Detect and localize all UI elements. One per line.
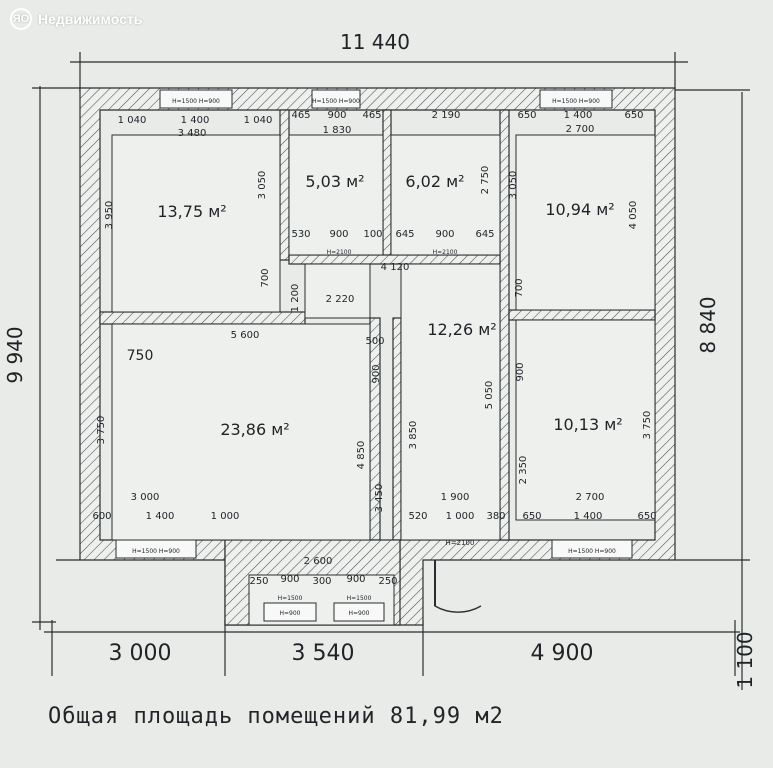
dim-label: 2 700 bbox=[566, 124, 595, 135]
door-tag: Н=2100 bbox=[327, 249, 352, 256]
door-swing bbox=[434, 560, 482, 613]
dim-label: 465 bbox=[362, 110, 381, 121]
bottom-segment-1: 3 000 bbox=[109, 641, 172, 666]
dim-label: 4 050 bbox=[628, 201, 639, 230]
dim-label: 900 bbox=[346, 574, 365, 585]
dim-label: 3 000 bbox=[131, 492, 160, 503]
dim-label: 900 bbox=[371, 364, 382, 383]
dim-label: 900 bbox=[327, 110, 346, 121]
porch-depth-label: 1 100 bbox=[733, 631, 757, 688]
dim-label: 1 000 bbox=[211, 511, 240, 522]
dim-label: 1 400 bbox=[574, 511, 603, 522]
dim-label: 3 050 bbox=[257, 171, 268, 200]
right-height-label: 8 840 bbox=[696, 296, 720, 353]
dim-label: 650 bbox=[624, 110, 643, 121]
room-area-2: 5,03 м² bbox=[305, 172, 364, 191]
window-tag: Н=1500 Н=900 bbox=[172, 98, 220, 105]
dim-label: 3 850 bbox=[408, 421, 419, 450]
room-area-1: 13,75 м² bbox=[157, 202, 226, 221]
dim-label: 700 bbox=[260, 268, 271, 287]
dim-label: 100 bbox=[363, 229, 382, 240]
overall-height-label: 9 940 bbox=[3, 326, 27, 383]
dim-label: 900 bbox=[435, 229, 454, 240]
watermark: ЯО Недвижимость bbox=[10, 8, 142, 30]
dim-label: 3 050 bbox=[508, 171, 519, 200]
dim-label: 5 050 bbox=[484, 381, 495, 410]
dim-label: 2 220 bbox=[326, 294, 355, 305]
dim-label: 4 120 bbox=[381, 262, 410, 273]
dim-label: 3 750 bbox=[642, 411, 653, 440]
brand-logo-icon: ЯО bbox=[10, 8, 32, 30]
bottom-segment-2: 3 540 bbox=[292, 641, 355, 666]
dim-label: 900 bbox=[329, 229, 348, 240]
window-tag: Н=900 bbox=[349, 610, 370, 617]
dim-label: 530 bbox=[291, 229, 310, 240]
dim-label: 250 bbox=[249, 576, 268, 587]
room-area-7: 10,13 м² bbox=[553, 415, 622, 434]
dim-label: 650 bbox=[517, 110, 536, 121]
overall-width-label: 11 440 bbox=[340, 30, 410, 54]
window-tag: Н=1500 Н=900 bbox=[552, 98, 600, 105]
dimension-lines bbox=[32, 52, 750, 690]
window-tag: Н=1500 bbox=[278, 595, 303, 602]
dim-label: 4 850 bbox=[356, 441, 367, 470]
dim-label: 2 600 bbox=[304, 556, 333, 567]
dim-label: 600 bbox=[92, 511, 111, 522]
room-area-4: 10,94 м² bbox=[545, 200, 614, 219]
dim-label: 3 750 bbox=[96, 416, 107, 445]
dim-label: 1 000 bbox=[446, 511, 475, 522]
window-tag: Н=1500 Н=900 bbox=[312, 98, 360, 105]
total-area-caption: Общая площадь помещений 81,99 м2 bbox=[48, 704, 504, 729]
rooms-interior bbox=[111, 134, 656, 626]
window-tag: Н=1500 Н=900 bbox=[568, 548, 616, 555]
brand-name: Недвижимость bbox=[38, 11, 143, 27]
windows bbox=[115, 89, 633, 622]
dim-label: 645 bbox=[475, 229, 494, 240]
dim-label: 5 600 bbox=[231, 330, 260, 341]
dim-label: 650 bbox=[522, 511, 541, 522]
dim-label: 750 bbox=[127, 348, 154, 364]
dim-label: 1 400 bbox=[146, 511, 175, 522]
dim-label: 1 400 bbox=[181, 115, 210, 126]
dim-label: 2 700 bbox=[576, 492, 605, 503]
door-tag: Н=2100 bbox=[446, 539, 475, 547]
dim-label: 2 190 bbox=[432, 110, 461, 121]
inner-dimension-labels-vertical: 3 950 3 050 2 750 3 050 4 050 700 1 200 … bbox=[96, 166, 653, 513]
dim-label: 650 bbox=[637, 511, 656, 522]
window-tag: Н=1500 bbox=[347, 595, 372, 602]
room-area-3: 6,02 м² bbox=[405, 172, 464, 191]
dim-label: 250 bbox=[378, 576, 397, 587]
window-tag: Н=1500 Н=900 bbox=[132, 548, 180, 555]
dim-label: 1 830 bbox=[323, 125, 352, 136]
room-area-6: 23,86 м² bbox=[220, 420, 289, 439]
dim-label: 465 bbox=[291, 110, 310, 121]
dim-label: 900 bbox=[515, 362, 526, 381]
dim-label: 1 040 bbox=[244, 115, 273, 126]
dim-label: 1 200 bbox=[290, 284, 301, 313]
dim-label: 520 bbox=[408, 511, 427, 522]
dim-label: 900 bbox=[280, 574, 299, 585]
dim-label: 2 350 bbox=[518, 456, 529, 485]
inner-dimension-labels: 1 040 1 400 1 040 3 480 465 900 465 1 83… bbox=[92, 110, 656, 587]
dim-label: 645 bbox=[395, 229, 414, 240]
dim-label: 1 040 bbox=[118, 115, 147, 126]
bottom-segment-3: 4 900 bbox=[531, 641, 594, 666]
dim-label: 3 950 bbox=[104, 201, 115, 230]
dim-label: 1 400 bbox=[564, 110, 593, 121]
dim-label: 3 450 bbox=[374, 484, 385, 513]
dim-label: 2 750 bbox=[480, 166, 491, 195]
door-tag: Н=2100 bbox=[433, 249, 458, 256]
dim-label: 3 480 bbox=[178, 128, 207, 139]
room-area-5: 12,26 м² bbox=[427, 320, 496, 339]
dim-label: 300 bbox=[312, 576, 331, 587]
dim-label: 1 900 bbox=[441, 492, 470, 503]
dim-label: 500 bbox=[365, 336, 384, 347]
window-tag: Н=900 bbox=[280, 610, 301, 617]
dim-label: 700 bbox=[514, 278, 525, 297]
dim-label: 380 bbox=[486, 511, 505, 522]
